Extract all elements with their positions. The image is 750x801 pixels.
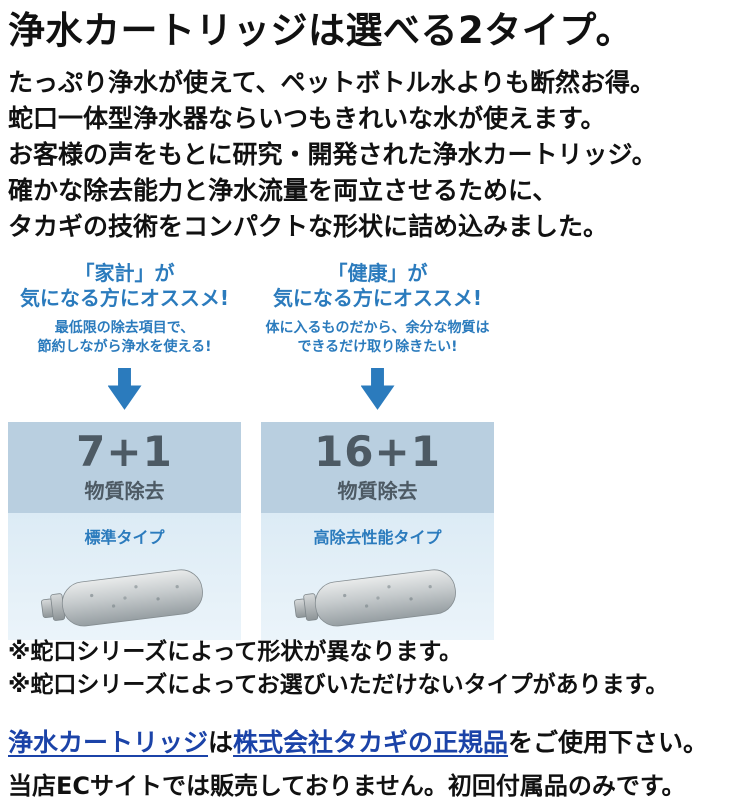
intro-line: 蛇口一体型浄水器ならいつもきれいな水が使えます。 — [8, 103, 606, 133]
option-description-line: 体に入るものだから、余分な物質は — [265, 319, 490, 336]
option-description: 体に入るものだから、余分な物質は できるだけ取り除きたい! — [266, 319, 490, 358]
arrow-down-icon — [360, 367, 395, 410]
page-title: 浄水カートリッジは選べる2タイプ。 — [8, 9, 634, 52]
footer-text: をご使用下さい。 — [508, 728, 709, 758]
removal-count: 7+1 — [76, 426, 173, 476]
option-headline: 「家計」が 気になる方にオススメ! — [20, 261, 229, 312]
option-high-removal-type: 「健康」が 気になる方にオススメ! 体に入るものだから、余分な物質は できるだけ… — [261, 261, 494, 641]
product-info-panel: 浄水カートリッジは選べる2タイプ。 たっぷり浄水が使えて、ペットボトル水よりも断… — [8, 9, 742, 800]
intro-line: タカギの技術をコンパクトな形状に詰め込みました。 — [8, 211, 609, 241]
removal-count-label: 物質除去 — [337, 479, 418, 504]
arrow-down-icon — [107, 367, 142, 410]
option-headline-line: 「家計」が — [74, 260, 175, 285]
cartridge-image — [40, 569, 203, 627]
intro-line: たっぷり浄水が使えて、ペットボトル水よりも断然お得。 — [8, 67, 656, 97]
option-card: 7+1 物質除去 標準タイプ — [8, 421, 241, 641]
cartridge-image — [293, 569, 456, 627]
removal-count-panel: 7+1 物質除去 — [8, 421, 241, 514]
disclaimer-line: ※蛇口シリーズによってお選びいただけないタイプがあります。 — [8, 671, 669, 698]
option-headline-line: 「健康」が — [327, 260, 428, 285]
removal-count-label: 物質除去 — [84, 479, 165, 504]
option-headline-line: 気になる方にオススメ! — [272, 286, 483, 311]
intro-text: たっぷり浄水が使えて、ペットボトル水よりも断然お得。 蛇口一体型浄水器ならいつも… — [8, 65, 742, 245]
option-description: 最低限の除去項目で、 節約しながら浄水を使える! — [38, 319, 212, 358]
option-card: 16+1 物質除去 高除去性能タイプ — [261, 421, 494, 641]
intro-line: お客様の声をもとに研究・開発された浄水カートリッジ。 — [8, 139, 657, 169]
option-headline: 「健康」が 気になる方にオススメ! — [273, 261, 482, 312]
footer-line-2: 当店ECサイトでは販売しておりません。初回付属品のみです。 — [8, 772, 686, 801]
intro-line: 確かな除去能力と浄水流量を両立させるために、 — [8, 175, 558, 205]
option-description-line: できるだけ取り除きたい! — [297, 339, 458, 356]
takagi-genuine-link[interactable]: 株式会社タカギの正規品 — [233, 728, 509, 758]
cartridge-type-name: 標準タイプ — [84, 528, 165, 548]
cartridge-type-name: 高除去性能タイプ — [313, 528, 442, 548]
option-headline-line: 気になる方にオススメ! — [19, 286, 230, 311]
option-description-line: 最低限の除去項目で、 — [54, 319, 195, 336]
disclaimer-line: ※蛇口シリーズによって形状が異なります。 — [8, 638, 463, 665]
removal-count-panel: 16+1 物質除去 — [261, 421, 494, 514]
option-description-line: 節約しながら浄水を使える! — [37, 339, 212, 356]
footer-line-1: 浄水カートリッジは株式会社タカギの正規品をご使用下さい。 — [8, 725, 742, 760]
cartridge-type-panel: 高除去性能タイプ — [261, 513, 494, 641]
footer-notice: 浄水カートリッジは株式会社タカギの正規品をご使用下さい。 当店ECサイトでは販売… — [8, 725, 742, 801]
cartridge-type-panel: 標準タイプ — [8, 513, 241, 641]
footer-text: は — [208, 728, 234, 758]
removal-count: 16+1 — [314, 426, 441, 476]
cartridge-options: 「家計」が 気になる方にオススメ! 最低限の除去項目で、 節約しながら浄水を使え… — [8, 261, 742, 641]
cartridge-link[interactable]: 浄水カートリッジ — [8, 728, 209, 758]
option-standard-type: 「家計」が 気になる方にオススメ! 最低限の除去項目で、 節約しながら浄水を使え… — [8, 261, 241, 641]
disclaimer-notes: ※蛇口シリーズによって形状が異なります。 ※蛇口シリーズによってお選びいただけな… — [8, 636, 742, 701]
